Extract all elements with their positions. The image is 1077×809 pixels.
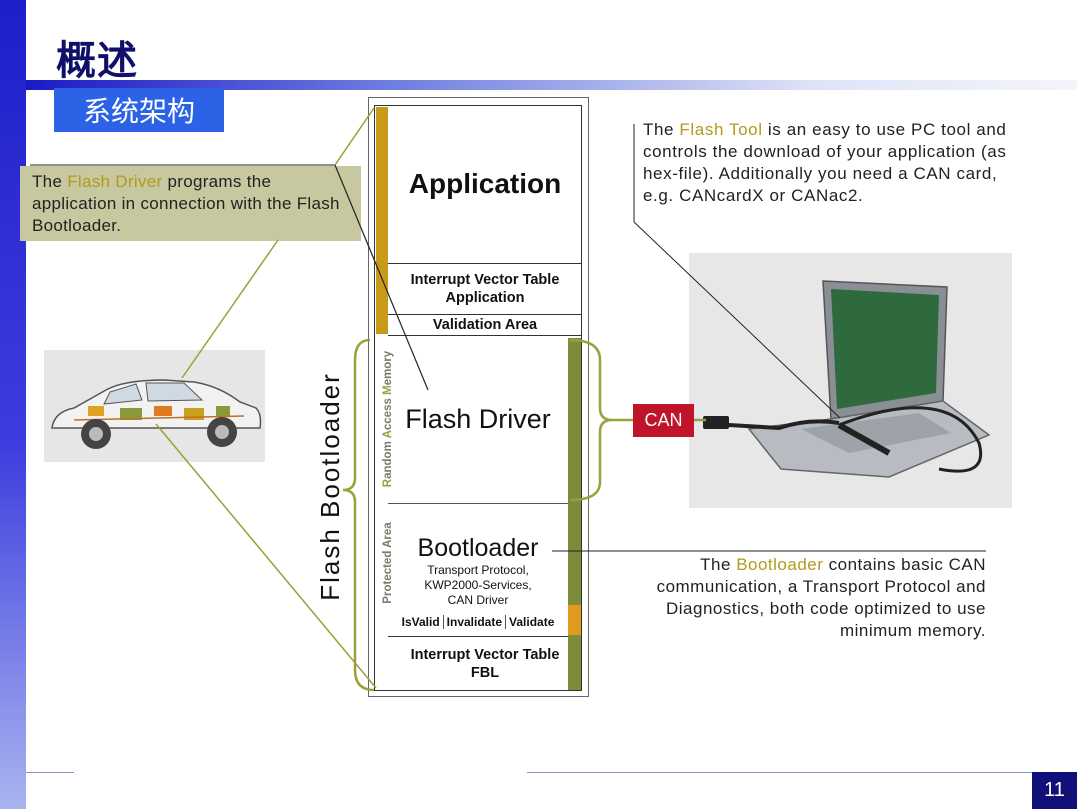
title-rule bbox=[26, 80, 1077, 90]
car-icon bbox=[51, 379, 262, 449]
slide-left-bar bbox=[0, 0, 26, 809]
flash-tool-callout: The Flash Tool is an easy to use PC tool… bbox=[643, 119, 1023, 207]
slide-subtitle: 系统架构 bbox=[54, 88, 224, 132]
application-stripe bbox=[376, 107, 388, 334]
callout-text-post: is an easy to use PC tool and controls t… bbox=[643, 120, 1007, 205]
bootloader-detail: KWP2000-Services, bbox=[424, 578, 532, 592]
can-badge: CAN bbox=[633, 404, 694, 437]
bootloader-marker bbox=[568, 605, 581, 635]
laptop-illustration bbox=[689, 253, 1012, 508]
application-label: Application bbox=[408, 168, 562, 199]
callout-highlight: Bootloader bbox=[736, 555, 824, 574]
car-link-top bbox=[181, 239, 279, 379]
callout-highlight: Flash Driver bbox=[67, 172, 163, 191]
flash-driver-segment: Flash Driver bbox=[388, 336, 568, 504]
callout-text-post: contains basic CAN communication, a Tran… bbox=[656, 555, 986, 640]
ivt-application-line1: Interrupt Vector Table bbox=[410, 272, 560, 288]
ivt-fbl-line2: FBL bbox=[470, 665, 500, 681]
flash-driver-callout: The Flash Driver programs the applicatio… bbox=[20, 166, 361, 241]
driver-pointer-line bbox=[334, 164, 429, 391]
bootloader-segment: Bootloader Transport Protocol, KWP2000-S… bbox=[388, 504, 568, 637]
ivt-fbl-line1: Interrupt Vector Table bbox=[410, 647, 560, 663]
bootloader-detail: CAN Driver bbox=[447, 593, 509, 607]
validation-area-segment: Validation Area bbox=[388, 315, 582, 336]
footer-rule-left bbox=[26, 772, 74, 773]
flash-driver-bracket bbox=[569, 338, 613, 502]
callout-text-post: programs the application in connection w… bbox=[32, 172, 340, 235]
bootloader-detail: Transport Protocol, bbox=[427, 563, 529, 577]
action-invalidate: Invalidate bbox=[442, 615, 505, 629]
laptop-icon bbox=[703, 280, 991, 478]
slide-title: 概述 bbox=[56, 38, 138, 84]
validation-area-label: Validation Area bbox=[432, 317, 538, 333]
callout-text-pre: The bbox=[32, 172, 68, 191]
ivt-application-segment: Interrupt Vector Table Application bbox=[388, 264, 582, 315]
callout-text-pre: The bbox=[700, 555, 737, 574]
car-link-upper bbox=[334, 107, 375, 166]
bootloader-stripe bbox=[568, 338, 581, 690]
memory-map bbox=[374, 105, 582, 691]
ivt-fbl-segment: Interrupt Vector Table FBL bbox=[388, 637, 582, 691]
car-link-bottom bbox=[155, 423, 377, 689]
bootloader-brace bbox=[342, 338, 375, 692]
page-number: 11 bbox=[1032, 772, 1077, 809]
callout-highlight: Flash Tool bbox=[679, 120, 763, 139]
memory-map-frame bbox=[368, 97, 589, 697]
footer-rule-right bbox=[527, 772, 1032, 773]
tool-pointer-line bbox=[633, 221, 841, 419]
bootloader-callout: The Bootloader contains basic CAN commun… bbox=[636, 554, 986, 642]
callout-text-pre: The bbox=[643, 120, 680, 139]
application-segment: Application bbox=[388, 105, 582, 264]
bootloader-label: Bootloader bbox=[417, 534, 539, 562]
ivt-application-line2: Application bbox=[445, 290, 525, 306]
bootloader-actions: IsValid Invalidate Validate bbox=[388, 615, 568, 629]
flash-driver-label: Flash Driver bbox=[405, 404, 551, 434]
car-illustration bbox=[44, 350, 265, 462]
action-validate: Validate bbox=[505, 615, 557, 629]
action-isvalid: IsValid bbox=[401, 615, 440, 629]
